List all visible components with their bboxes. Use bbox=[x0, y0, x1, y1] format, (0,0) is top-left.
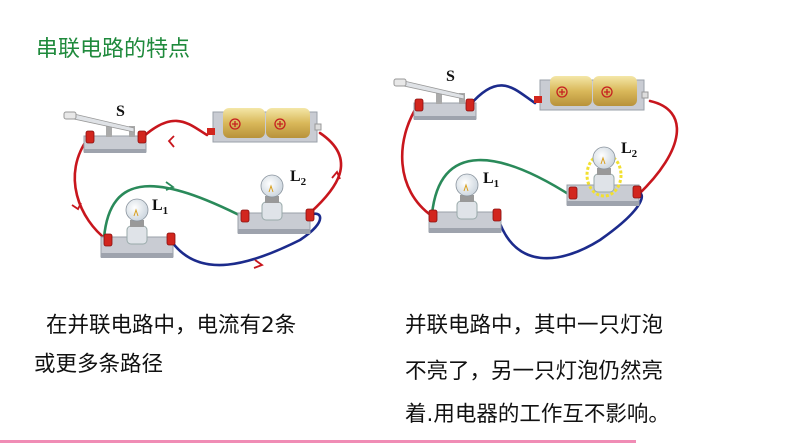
wire-l1-l2-green bbox=[102, 184, 247, 240]
switch-icon bbox=[63, 111, 147, 154]
right-text-line-3: 着.用电器的工作互不影响。 bbox=[405, 402, 670, 427]
right-text-line-2: 不亮了，另一只灯泡仍然亮 bbox=[405, 359, 664, 384]
left-circuit: S L1 L2 bbox=[63, 103, 343, 269]
wire-switch-battery-blue bbox=[468, 84, 537, 107]
left-text-line-2: 或更多条路径 bbox=[34, 352, 164, 377]
wire-l1-l2-blue bbox=[170, 212, 322, 267]
bulb-l2-icon bbox=[260, 174, 284, 221]
wire-battery-switch bbox=[141, 119, 209, 139]
bottom-divider bbox=[0, 440, 636, 443]
current-arrows bbox=[71, 135, 341, 269]
wire-switch-l1 bbox=[73, 135, 109, 242]
left-text-line-1: 在并联电路中，电流有2条 bbox=[46, 313, 297, 338]
glow-icon bbox=[585, 152, 623, 198]
bulb-l1-icon bbox=[125, 198, 149, 245]
slide-title: 串联电路的特点 bbox=[36, 37, 191, 62]
right-text-line-1: 并联电路中，其中一只灯泡 bbox=[405, 313, 664, 338]
bulb-l1-icon bbox=[455, 173, 479, 220]
lamp-label-l1: L1 bbox=[152, 197, 168, 217]
battery-icon bbox=[206, 107, 322, 143]
battery-icon bbox=[533, 75, 649, 111]
wire-l1-l2-green bbox=[430, 158, 575, 216]
right-circuit: S L1 L2 bbox=[393, 68, 679, 260]
switch-label: S bbox=[116, 103, 125, 120]
lamp-label-l2: L2 bbox=[290, 168, 307, 188]
lamp-label-l1: L1 bbox=[483, 170, 499, 190]
wire-switch-l1-red bbox=[400, 103, 434, 218]
switch-icon bbox=[393, 78, 477, 121]
wire-battery-l2-red bbox=[636, 99, 679, 197]
bulb-l2-lit-icon bbox=[592, 146, 616, 193]
wire-l2-battery bbox=[309, 131, 343, 214]
wire-l1-l2-blue bbox=[496, 191, 643, 260]
lamp-label-l2: L2 bbox=[621, 140, 638, 160]
switch-label: S bbox=[446, 68, 455, 85]
